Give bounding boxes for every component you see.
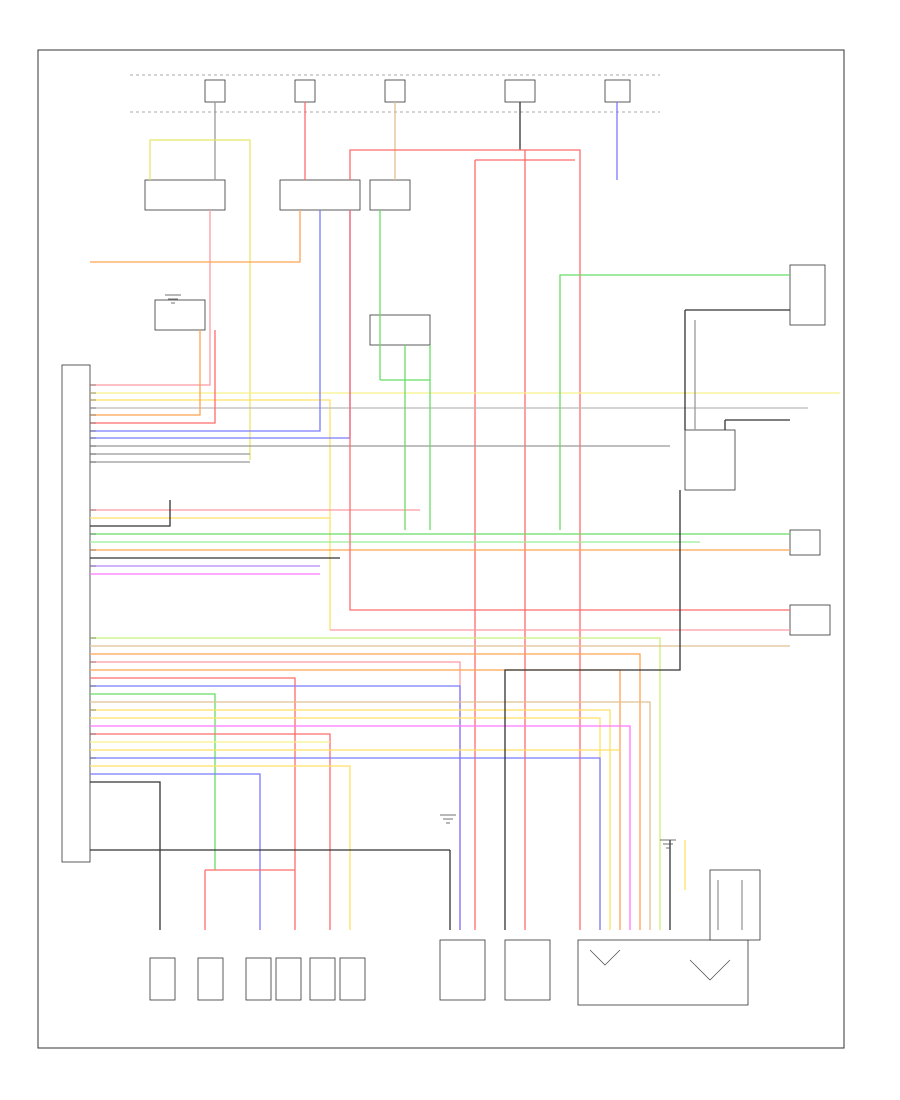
trans-connector [577,939,749,1006]
switch-2 [279,179,361,211]
sensor-1 [149,957,176,1001]
speed-sensor-2 [504,939,551,1001]
trans-solenoid-internals [589,880,743,981]
right-connector-1 [789,264,826,326]
sensor-5 [309,957,336,1001]
speed-sensor-1 [439,939,486,1001]
sensor-2 [197,957,224,1001]
solenoid-box [369,314,431,346]
trans-sensor [684,429,736,491]
components [144,179,831,1006]
wires [90,102,840,930]
switch-1 [144,179,226,211]
sensor-4 [275,957,302,1001]
trans-solenoid-top [709,869,761,941]
right-connector-2 [789,529,821,556]
sensor-3 [245,957,272,1001]
sensor-6 [339,957,366,1001]
control-module [61,364,91,863]
relay [154,299,206,331]
ground-symbols [165,294,676,849]
switch-3 [369,179,411,211]
right-connector-3 [789,604,831,636]
diagram-frame [37,49,845,1049]
module-pins [90,384,96,851]
